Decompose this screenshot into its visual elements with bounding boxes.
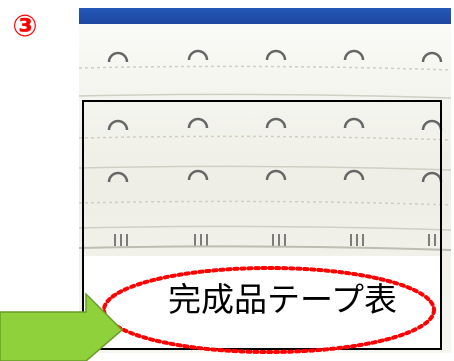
dotted-ellipse [102,266,436,354]
caption-label: 完成品テープ表 [168,280,398,319]
hook-eye-rows [107,49,443,183]
caption-area [83,256,441,349]
right-arrow-icon [0,292,124,361]
bottom-stitching [114,234,436,246]
stitch-lines [79,65,451,231]
step-number-marker: ③ [12,9,38,44]
